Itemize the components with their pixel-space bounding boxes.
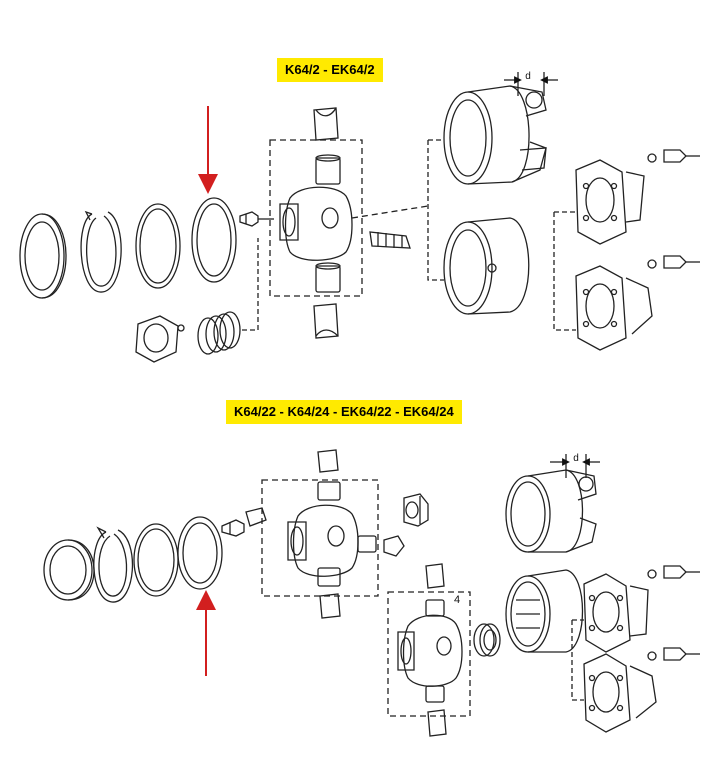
bottom-bearing-caps-upper — [317, 449, 405, 619]
bottom-flange-lower — [583, 653, 657, 733]
top-spring — [197, 238, 259, 355]
top-grease-nipple — [239, 211, 274, 227]
bottom-snap-ring — [93, 526, 134, 603]
bottom-tube-yoke-upper — [505, 469, 597, 553]
top-bearing-caps — [313, 107, 341, 339]
top-snap-ring — [80, 210, 122, 293]
top-dimension-d — [504, 72, 558, 96]
top-assembly-title: K64/2 - EK64/2 — [277, 58, 383, 82]
top-cone-hub — [135, 315, 185, 363]
bottom-cross-yoke-upper — [287, 504, 359, 577]
bottom-o-ring-highlighted — [177, 516, 223, 590]
bottom-cross-bounding-box-lower — [387, 591, 471, 717]
top-o-ring-highlighted — [191, 197, 237, 283]
bottom-assembly-title: K64/22 - K64/24 - EK64/22 - EK64/24 — [226, 400, 462, 424]
bottom-bearing-caps-lower — [425, 563, 447, 737]
bottom-cross-yoke-lower — [397, 614, 463, 687]
bottom-dimension-d — [550, 454, 600, 478]
top-dimension-label: d — [525, 71, 531, 82]
top-shaft-splined — [351, 205, 429, 249]
top-thrust-washer — [19, 213, 67, 299]
bottom-dimension-label: d — [573, 453, 579, 464]
top-tube-yoke-lower — [443, 217, 530, 315]
top-connector-lines — [427, 139, 576, 331]
bottom-o-ring-1 — [133, 523, 179, 597]
bottom-tube-yoke-lower — [505, 569, 584, 653]
bottom-grease-nipple — [221, 507, 267, 537]
top-o-ring-1 — [135, 203, 181, 289]
bottom-cross-bounding-box-upper — [261, 479, 379, 597]
top-cross-yoke — [279, 186, 353, 261]
top-flange-lower — [575, 265, 653, 351]
bottom-cv-center-disc — [403, 493, 429, 527]
top-flange-upper — [575, 159, 645, 245]
bottom-connector-lines — [571, 619, 584, 701]
bottom-thrust-washer — [43, 539, 95, 601]
bottom-flange-upper — [583, 573, 649, 653]
bottom-seal-ring — [473, 623, 501, 657]
top-assembly — [19, 72, 700, 363]
top-tube-yoke-upper — [443, 85, 547, 185]
bottom-callout-number: 4 — [454, 594, 460, 606]
bottom-assembly — [43, 449, 700, 737]
bottom-bolts — [647, 565, 700, 661]
top-bolts — [647, 149, 700, 269]
